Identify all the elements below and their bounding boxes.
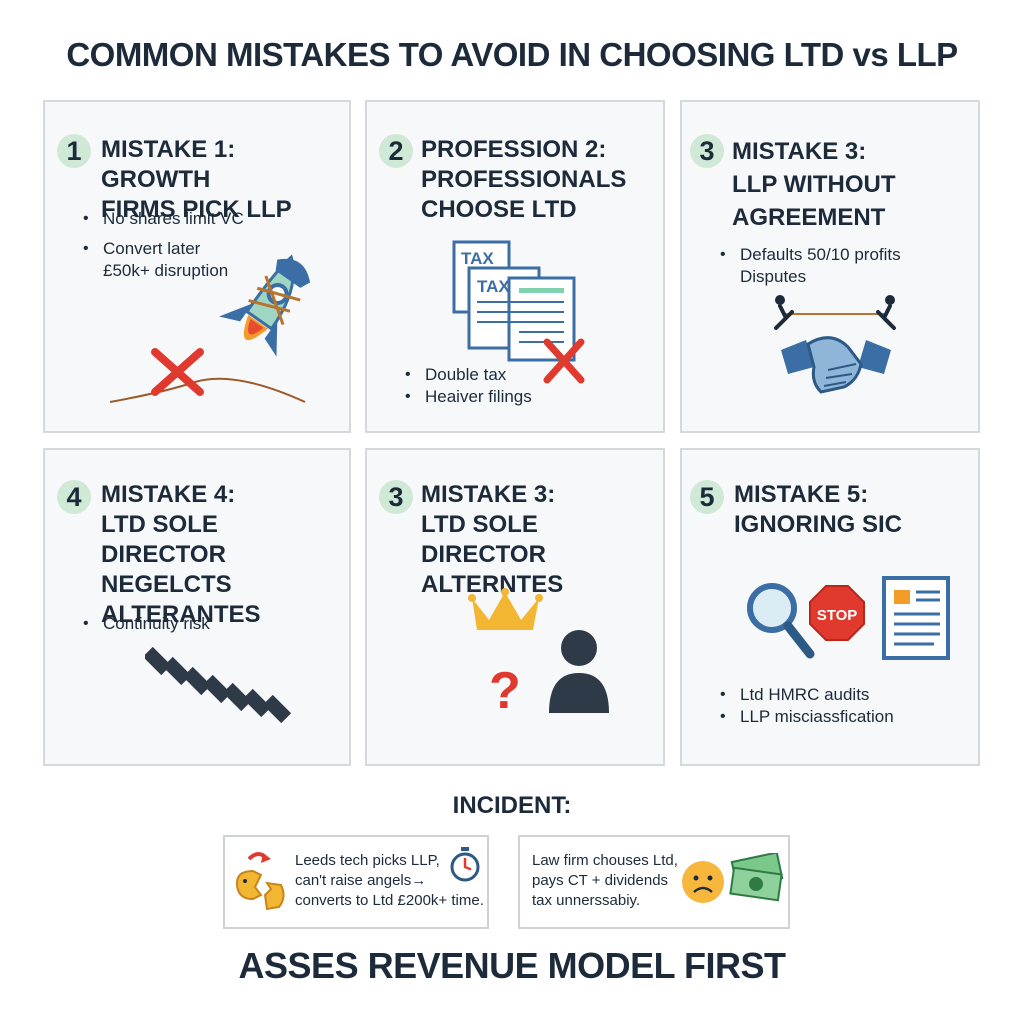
bullet-item: Continuity risk <box>81 613 341 635</box>
card-heading: MISTAKE 5: IGNORING SIC <box>734 481 903 538</box>
card-heading: MISTAKE 4: LTD SOLE DIRECTOR NEGELCTS AL… <box>101 481 261 628</box>
card-heading: PROFESSION 2: PROFESSIONALS CHOOSE LTD <box>421 136 627 223</box>
card-number-badge: 1 <box>57 134 91 168</box>
card-bullets: Double tax Heaiver filings <box>403 364 653 408</box>
broken-piggy-bank-icon <box>235 852 285 911</box>
tax-documents-icon: TAX TAX <box>452 240 585 384</box>
mistake-card-2: 2 PROFESSION 2: PROFESSIONALS CHOOSE LTD… <box>365 100 665 433</box>
mistake-card-4: 4 MISTAKE 4: LTD SOLE DIRECTOR NEGELCTS … <box>43 448 351 766</box>
sad-face-icon <box>682 861 724 903</box>
card-bullets: Ltd HMRC audits LLP miscіassfication <box>718 684 968 728</box>
bullet-item: Defaults 50/10 profits Disputes <box>718 244 968 288</box>
card-number-badge: 5 <box>690 480 724 514</box>
card-bullets: Defaults 50/10 profits Disputes <box>718 244 968 288</box>
handshake-tug-of-war-icon <box>774 295 896 394</box>
bullet-item: LLP miscіassfication <box>718 706 968 728</box>
incident-case-2: Law firm chouses Ltd, pays CT + dividend… <box>518 835 790 929</box>
tied-rocket-icon <box>109 254 311 403</box>
incident-title: INCIDENT: <box>452 792 572 819</box>
card-heading: MISTAKE 3: LLP WITHOUT AGREEMENT <box>732 138 896 231</box>
bullet-item: Convert later £50k+ disruption <box>81 238 341 282</box>
stop-label: STOP <box>817 607 858 624</box>
cash-icon <box>729 853 784 902</box>
card-bullets: No shares limit VC Convert later £50k+ d… <box>81 208 341 282</box>
card-number-badge: 2 <box>379 134 413 168</box>
svg-text:?: ? <box>489 662 521 718</box>
tax-label: TAX <box>477 277 510 296</box>
incident-text: Leeds tech picks LLP, can't raise angels… <box>295 852 484 909</box>
page-title: COMMON MISTAKES TO AVOID IN CHOOSING LTD… <box>66 36 958 73</box>
card-heading: MISTAKE 3: LTD SOLE DIRECTOR ALTERNTES <box>421 481 564 598</box>
incident-text: Law firm chouses Ltd, pays CT + dividend… <box>532 852 678 909</box>
bullet-item: Double tax <box>403 364 653 386</box>
card-number-badge: 3 <box>690 134 724 168</box>
footer-callout: ASSES REVENUE MODEL FIRST <box>238 945 786 986</box>
card-number-badge: 3 <box>379 480 413 514</box>
bullet-item: No shares limit VC <box>81 208 341 230</box>
falling-dominoes-icon <box>145 646 292 724</box>
bullet-item: Heaiver filings <box>403 386 653 408</box>
bullet-item: Ltd HMRC audits <box>718 684 968 706</box>
magnifier-stop-document-icon: STOP <box>747 576 950 660</box>
card-bullets: Continuity risk <box>81 613 341 635</box>
mistake-card-5: 3 MISTAKE 3: LTD SOLE DIRECTOR ALTERNTES… <box>365 448 665 766</box>
mistake-card-1: 1 MISTAKE 1: GROWTH FIRMS PICK LLP No sh… <box>43 100 351 433</box>
mistake-card-3: 3 MISTAKE 3: LLP WITHOUT AGREEMENT Defau… <box>680 100 980 433</box>
stopwatch-icon <box>450 847 480 882</box>
crown-question-person-icon: ? <box>468 588 609 718</box>
incident-case-1: Leeds tech picks LLP, can't raise angels… <box>223 835 489 929</box>
tax-label: TAX <box>461 249 494 268</box>
card-number-badge: 4 <box>57 480 91 514</box>
mistake-card-6: 5 MISTAKE 5: IGNORING SIC STOP Ltd HMRC … <box>680 448 980 766</box>
